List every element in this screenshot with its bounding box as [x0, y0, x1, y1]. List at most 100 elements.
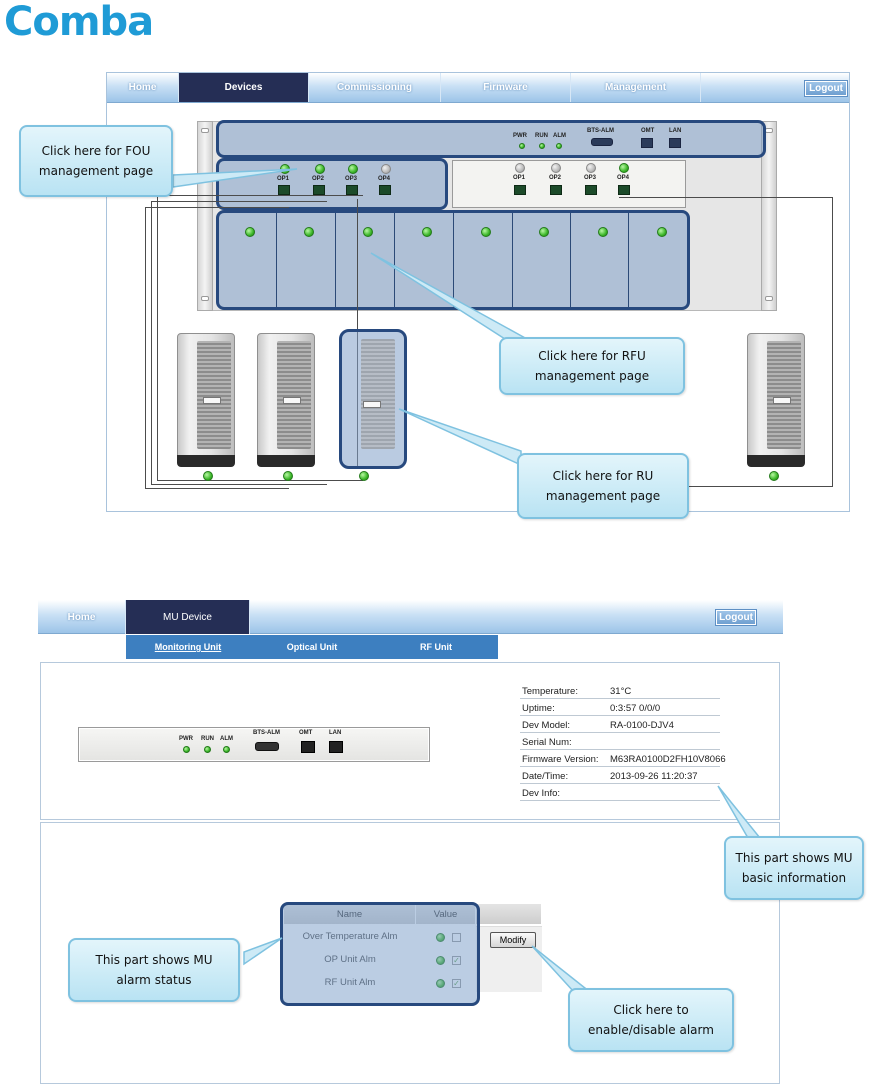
rfu-slot4-led — [422, 227, 432, 237]
top-nav: Home Devices Commissioning Firmware Mana… — [107, 73, 849, 103]
pwr-led-2 — [183, 746, 190, 753]
info-row-dev-model: Dev Model:RA-0100-DJV4 — [520, 716, 720, 733]
rfu-slot3-led — [363, 227, 373, 237]
omt-label-2: OMT — [299, 730, 313, 736]
rack-ear-left — [197, 121, 213, 311]
ru-unit-2[interactable] — [257, 333, 315, 481]
bts-alm-port-2 — [255, 742, 279, 751]
devices-screenshot: Home Devices Commissioning Firmware Mana… — [19, 72, 850, 519]
fou-op3-port — [346, 185, 358, 195]
nav-commissioning[interactable]: Commissioning — [309, 73, 441, 102]
fou2-op3-led — [586, 163, 596, 173]
bts-alm-label: BTS-ALM — [587, 128, 614, 134]
run-led-2 — [204, 746, 211, 753]
nav-firmware[interactable]: Firmware — [441, 73, 571, 102]
ru4-led — [769, 471, 779, 481]
fiber-wire-2 — [151, 201, 327, 485]
ru-unit-3[interactable] — [339, 329, 407, 481]
omt-port — [641, 138, 653, 148]
bts-alm-port — [591, 138, 613, 146]
fiber-wire-1 — [145, 207, 289, 489]
alm-label-2: ALM — [220, 736, 233, 742]
fou2-op1-led — [515, 163, 525, 173]
alm-led — [556, 143, 562, 149]
fiber-wire-4 — [619, 197, 833, 487]
omt-label: OMT — [641, 128, 655, 134]
alm-led-2 — [223, 746, 230, 753]
rfu-panel[interactable] — [216, 210, 690, 310]
alm-label: ALM — [553, 133, 566, 139]
bts-alm-label-2: BTS-ALM — [253, 730, 280, 736]
fou-op3-label: OP3 — [345, 176, 358, 182]
modify-callout: Click here to enable/disable alarm — [568, 988, 734, 1052]
run-led — [539, 143, 545, 149]
info-row-dev-info: Dev Info: — [520, 784, 720, 801]
fou2-op1-label: OP1 — [513, 175, 526, 181]
rfu-slot5-led — [481, 227, 491, 237]
mu-panel[interactable]: PWR RUN ALM BTS-ALM OMT LAN — [216, 120, 766, 158]
logout-button-2[interactable]: Logout — [715, 609, 757, 626]
lan-label: LAN — [669, 128, 682, 134]
nav-mu-device[interactable]: MU Device — [126, 600, 250, 634]
run-label-2: RUN — [201, 736, 214, 742]
fiber-wire-3 — [157, 195, 363, 481]
fou2-op2-led — [551, 163, 561, 173]
fou2-panel[interactable]: OP1 OP2 OP3 OP4 — [452, 160, 686, 208]
callout-pointers — [172, 168, 528, 467]
fou-op4-port — [379, 185, 391, 195]
nav-home-2[interactable]: Home — [38, 600, 126, 634]
ru-callout: Click here for RU management page — [517, 453, 689, 519]
pwr-label-2: PWR — [179, 736, 193, 742]
callout-pointers-2 — [243, 785, 762, 993]
alarm-callout: This part shows MU alarm status — [68, 938, 240, 1002]
rfu-slot1-led — [245, 227, 255, 237]
rack-ear-right — [761, 121, 777, 311]
fou-op2-led — [315, 164, 325, 174]
fou-op2-label: OP2 — [312, 176, 325, 182]
fou2-op1-port — [514, 185, 526, 195]
col-header-action — [476, 904, 542, 924]
fou-op2-port — [313, 185, 325, 195]
info-row-serial: Serial Num: — [520, 733, 720, 750]
rfu-slot6-led — [539, 227, 549, 237]
fou2-op4-label: OP4 — [617, 175, 630, 181]
fou-op4-label: OP4 — [378, 176, 391, 182]
ru2-led — [283, 471, 293, 481]
lan-port-2 — [329, 741, 343, 753]
fou2-op3-port — [585, 185, 597, 195]
ru-unit-4[interactable] — [747, 333, 805, 481]
rfu-slot7-led — [598, 227, 608, 237]
rfu-slot8-led — [657, 227, 667, 237]
device-rack: PWR RUN ALM BTS-ALM OMT LAN OP1 OP2 OP3 … — [197, 120, 777, 311]
subnav-optical-unit[interactable]: Optical Unit — [286, 642, 338, 652]
fou-op4-led — [381, 164, 391, 174]
mu-device-screenshot: Home MU Device Logout Monitoring Unit Op… — [38, 600, 864, 1084]
ru-unit-1[interactable] — [177, 333, 235, 481]
info-row-temperature: Temperature:31°C — [520, 682, 720, 699]
fou2-op4-port — [618, 185, 630, 195]
fou-callout: Click here for FOU management page — [19, 125, 173, 197]
alarm-table-highlight — [280, 902, 480, 1006]
sub-nav: Monitoring Unit Optical Unit RF Unit — [126, 635, 498, 659]
omt-port-2 — [301, 741, 315, 753]
subnav-rf-unit[interactable]: RF Unit — [420, 642, 452, 652]
fou2-op2-label: OP2 — [549, 175, 562, 181]
pwr-label: PWR — [513, 133, 527, 139]
subnav-monitoring-unit[interactable]: Monitoring Unit — [154, 642, 222, 652]
ru1-led — [203, 471, 213, 481]
nav-devices[interactable]: Devices — [179, 73, 309, 102]
nav-home[interactable]: Home — [107, 73, 179, 102]
rfu-callout: Click here for RFU management page — [499, 337, 685, 395]
rfu-slot2-led — [304, 227, 314, 237]
info-callout: This part shows MU basic information — [724, 836, 864, 900]
logout-button[interactable]: Logout — [804, 80, 848, 97]
lan-port — [669, 138, 681, 148]
lan-label-2: LAN — [329, 730, 342, 736]
fou2-op4-led — [619, 163, 629, 173]
modify-button[interactable]: Modify — [490, 932, 536, 948]
nav-management[interactable]: Management — [571, 73, 701, 102]
fou-op3-led — [348, 164, 358, 174]
fou-op1-port — [278, 185, 290, 195]
run-label: RUN — [535, 133, 548, 139]
comba-logo: Comba — [4, 0, 154, 45]
